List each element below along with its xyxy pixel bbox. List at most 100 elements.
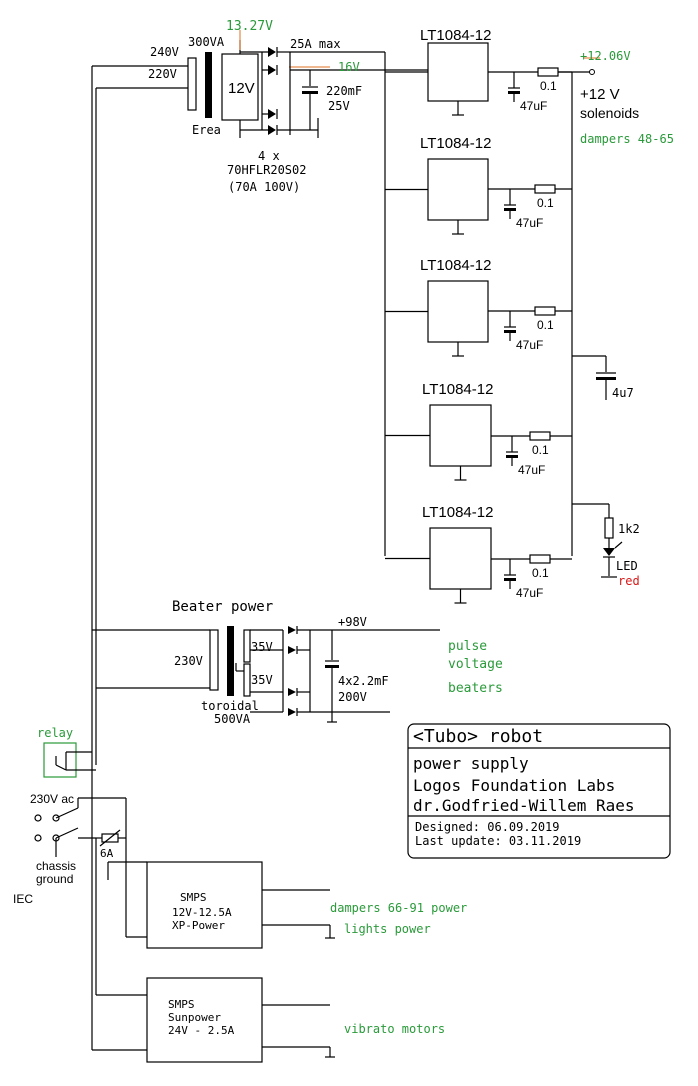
relay-label: relay: [37, 726, 73, 740]
beater-sec-1-label: 35V: [251, 640, 273, 654]
output-solenoids-label: solenoids: [580, 105, 639, 121]
regulator-4-resistor: [529, 431, 551, 441]
beater-output-label: +98V: [338, 615, 367, 629]
designed-date: Designed: 06.09.2019: [415, 820, 560, 834]
regulator-5-resistor-value: 0.1: [532, 566, 549, 580]
mains-terminal-2: [34, 834, 42, 842]
vibrato-motors-label: vibrato motors: [344, 1022, 445, 1036]
diode-count-label: 4 x: [258, 149, 280, 163]
main-bridge-rectifier: [240, 47, 385, 138]
measured-output-label: +12.06V: [580, 49, 631, 63]
toroid-core: [227, 626, 234, 696]
output-terminal: [589, 69, 595, 75]
regulator-2-resistor-value: 0.1: [537, 196, 554, 210]
title-block: [407, 723, 671, 859]
regulator-2-cap-plate-neg: [504, 208, 516, 211]
title-block-line1: power supply: [413, 754, 529, 773]
toroidal-rating-label: 500VA: [214, 712, 251, 726]
regulator-4-cap-value: 47uF: [518, 463, 545, 477]
regulator-5-resistor: [529, 554, 551, 564]
regulator-4-body: [429, 404, 492, 467]
title-block-title: <Tubo> robot: [413, 726, 543, 747]
dampers-48-65-label: dampers 48-65: [580, 132, 674, 146]
main-transformer: [91, 30, 330, 850]
smps2-line3: 24V - 2.5A: [168, 1024, 235, 1037]
beater-power-title: Beater power: [172, 599, 273, 615]
regulator-3-name: LT1084-12: [420, 257, 491, 274]
transformer-core: [205, 52, 212, 118]
beater-input-label: 230V: [174, 654, 203, 668]
input-220v-label: 220V: [148, 67, 177, 81]
regulator-1-cap-plate-neg: [508, 91, 520, 94]
title-frame: [407, 723, 671, 859]
regulator-2-body: [427, 158, 489, 221]
smps-24v: [91, 850, 335, 1063]
pulse-label: pulse: [448, 639, 487, 654]
output-12v-label: +12 V: [580, 86, 620, 103]
main-cap-value: 220mF: [326, 84, 362, 98]
diode-type-label: 70HFLR20S02: [227, 163, 306, 177]
led-icon: [603, 548, 615, 556]
beater-primary: [209, 629, 219, 691]
beater-sec-2-label: 35V: [251, 673, 273, 687]
regulator-4-cap-plate-neg: [506, 455, 518, 458]
regulator-stages: LT1084-12 0.1 47uF LT1084-12 0.1 47uF LT1084-1…: [385, 27, 572, 604]
title-block-line2: Logos Foundation Labs: [413, 776, 615, 795]
measured-dc-label: 16V: [338, 60, 360, 74]
led-resistor-label: 1k2: [618, 522, 640, 536]
iec-label: IEC: [13, 892, 33, 906]
led-color-label: red: [618, 574, 640, 588]
regulator-5-cap-value: 47uF: [516, 586, 543, 600]
primary-winding: [187, 57, 197, 111]
led-label: LED: [616, 559, 638, 573]
beater-rectifier: [282, 626, 440, 723]
toroidal-label: toroidal: [201, 699, 259, 713]
regulator-3-body: [427, 280, 489, 343]
regulator-1-cap-value: 47uF: [520, 99, 547, 113]
beater-transformer: [92, 626, 283, 713]
mains-entry: [34, 742, 127, 995]
fuse-label: 6A: [100, 847, 114, 860]
smps2-line1: SMPS: [168, 998, 195, 1011]
smps2-line2: Sunpower: [168, 1011, 221, 1024]
mains-terminal-1: [34, 814, 42, 822]
regulator-5-cap-plate-neg: [504, 578, 516, 581]
led-resistor: [604, 517, 614, 539]
regulator-1-resistor: [537, 67, 559, 77]
regulator-3-resistor-value: 0.1: [537, 318, 554, 332]
regulator-5-body: [429, 527, 492, 590]
diode-rating-label: (70A 100V): [228, 180, 300, 194]
cap-4u7: [572, 355, 616, 400]
regulator-3-resistor: [534, 306, 556, 316]
regulator-3-cap-plate-neg: [504, 330, 516, 333]
smps-12v-box: [146, 861, 263, 949]
smps1-line2: 12V-12.5A: [172, 906, 232, 919]
regulator-2-name: LT1084-12: [420, 135, 491, 152]
smps1-line1: SMPS: [180, 891, 207, 904]
current-label: 25A max: [290, 37, 341, 51]
last-update-date: Last update: 03.11.2019: [415, 834, 581, 848]
smps1-line3: XP-Power: [172, 919, 225, 932]
mains-voltage-label: 230V ac: [30, 792, 74, 806]
transformer-rating-label: 300VA: [188, 35, 225, 49]
beater-caps-label: 4x2.2mF: [338, 674, 389, 688]
regulator-3-cap-value: 47uF: [516, 338, 543, 352]
regulator-4-resistor-value: 0.1: [532, 443, 549, 457]
lights-power-label: lights power: [344, 922, 431, 936]
regulator-4-name: LT1084-12: [422, 381, 493, 398]
cap-4u7-label: 4u7: [612, 386, 634, 400]
secondary-voltage-label: 12V: [228, 80, 255, 97]
smps-12v: [107, 861, 335, 949]
beaters-label: beaters: [448, 681, 503, 696]
input-240v-label: 240V: [150, 45, 179, 59]
transformer-brand-label: Erea: [192, 123, 221, 137]
pulse-voltage-label: voltage: [448, 657, 503, 672]
relay-box: [43, 742, 77, 778]
dampers-66-91-label: dampers 66-91 power: [330, 901, 467, 915]
smps-24v-box: [146, 977, 263, 1063]
beater-secondary-1: [243, 629, 251, 663]
regulator-2-resistor: [534, 184, 556, 194]
chassis-label: chassis: [36, 859, 76, 873]
